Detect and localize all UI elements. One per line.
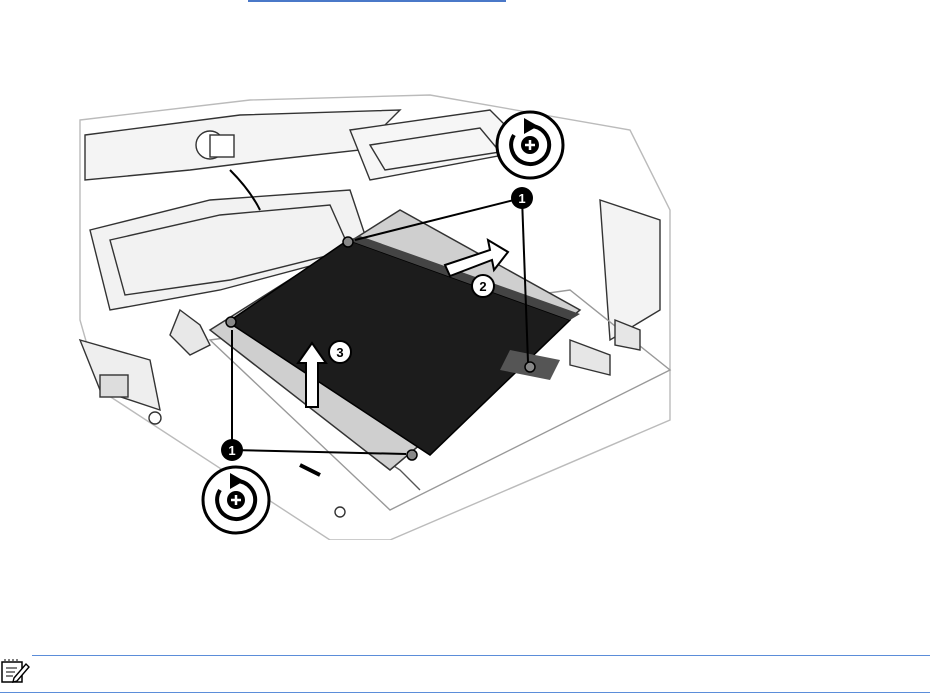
screw-right (525, 362, 535, 372)
svg-text:3: 3 (336, 345, 343, 360)
svg-text:1: 1 (228, 443, 235, 458)
svg-text:1: 1 (518, 191, 525, 206)
callout-2: 2 (472, 275, 494, 297)
svg-text:2: 2 (479, 279, 486, 294)
note-pencil-icon (0, 656, 32, 684)
rotate-counterclockwise-screw-icon (203, 467, 269, 533)
screw-bottom (407, 450, 417, 460)
callout-1-bottom: 1 (221, 439, 243, 461)
note-top-rule (32, 655, 930, 656)
note-box (0, 652, 930, 694)
screw-top-left (343, 237, 353, 247)
rotate-counterclockwise-screw-icon (497, 112, 563, 178)
callout-3: 3 (329, 341, 351, 363)
note-bottom-rule (0, 692, 930, 693)
hyperlink-underline[interactable] (248, 0, 506, 2)
callout-1-top: 1 (511, 187, 533, 209)
hard-drive-removal-illustration: 1 1 2 3 (70, 90, 690, 540)
screw-left (226, 317, 236, 327)
